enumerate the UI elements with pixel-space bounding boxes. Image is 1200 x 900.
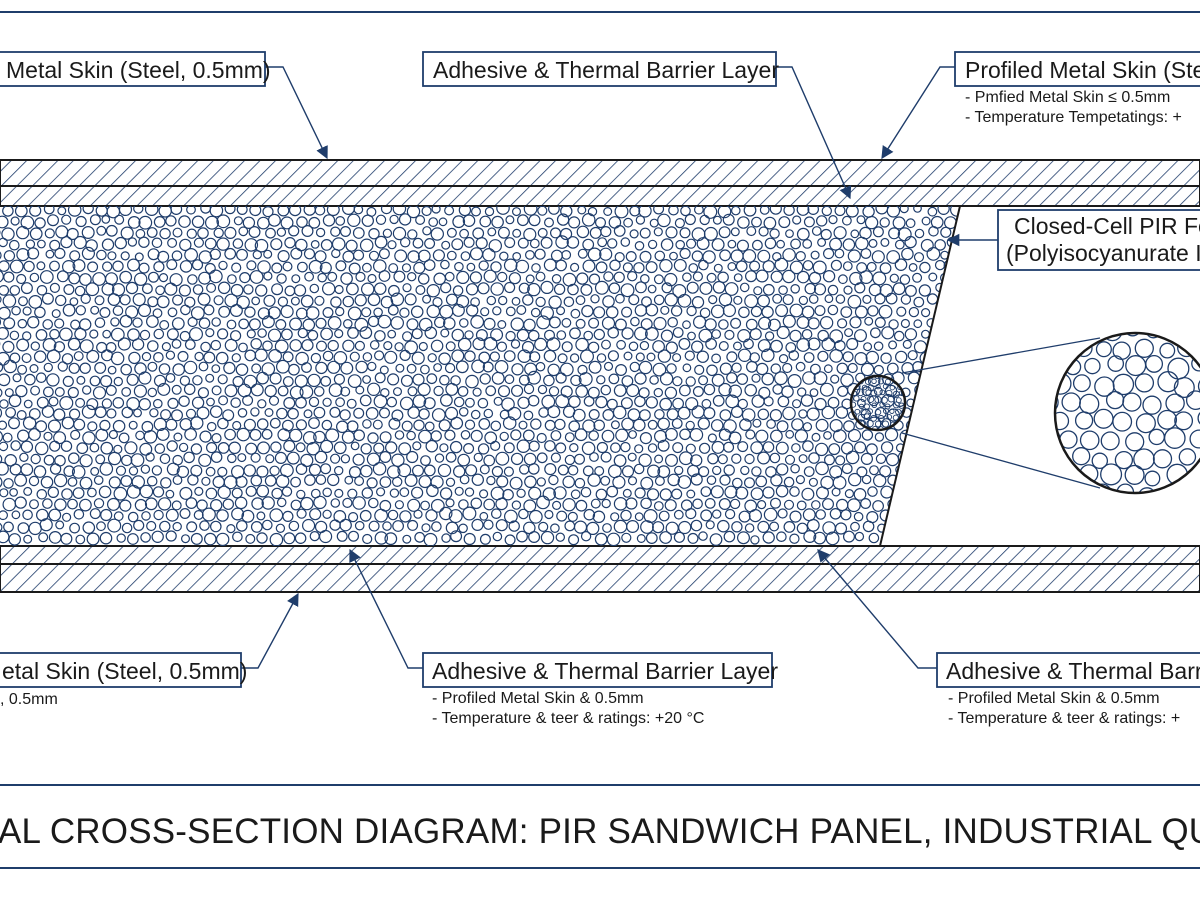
note-bottom-center-2: - Temperature & teer & ratings: +20 °C [432, 710, 704, 727]
label-box-bottom-center [422, 652, 773, 688]
leader-top-left [265, 66, 328, 160]
label-core-line2: (Polyisocyanurate In [1006, 240, 1200, 266]
label-top-right: Profiled Metal Skin (Stee [965, 57, 1200, 83]
leader-top-right [881, 66, 955, 160]
note-bottom-center-1: - Profiled Metal Skin & 0.5mm [432, 690, 644, 707]
leader-bottom-center [349, 548, 423, 669]
bottom-metal-skin [0, 545, 1200, 593]
label-core-line1: Closed-Cell PIR Fo [1014, 213, 1200, 239]
label-top-center: Adhesive & Thermal Barrier Layer [433, 57, 779, 83]
pir-foam-core [0, 205, 961, 547]
label-box-top-right [954, 51, 1200, 87]
label-box-bottom-right [936, 652, 1200, 688]
diagram-title: AL CROSS-SECTION DIAGRAM: PIR SANDWICH P… [0, 812, 1200, 851]
note-bottom-left: , 0.5mm [0, 691, 58, 708]
note-top-right-2: - Temperature Tempetatings: + [965, 109, 1182, 126]
label-box-core [997, 209, 1200, 271]
note-top-right-1: - Pmfied Metal Skin ≤ 0.5mm [965, 89, 1170, 106]
foam-magnifier-detail [849, 331, 1200, 495]
top-metal-skin [0, 159, 1200, 207]
leader-bottom-right [817, 549, 937, 669]
note-bottom-right-2: - Temperature & teer & ratings: + [948, 710, 1180, 727]
label-box-bottom-left [0, 652, 242, 688]
label-box-top-left [0, 51, 266, 87]
label-bottom-left: etal Skin (Steel, 0.5mm) [2, 658, 247, 684]
label-top-left: Metal Skin (Steel, 0.5mm) [6, 57, 271, 83]
label-bottom-center: Adhesive & Thermal Barrier Layer [432, 658, 778, 684]
label-box-top-center [422, 51, 777, 87]
note-bottom-right-1: - Profiled Metal Skin & 0.5mm [948, 690, 1160, 707]
leader-bottom-left [241, 592, 299, 669]
leader-top-center [776, 66, 852, 200]
label-bottom-right: Adhesive & Thermal Barric [946, 658, 1200, 684]
